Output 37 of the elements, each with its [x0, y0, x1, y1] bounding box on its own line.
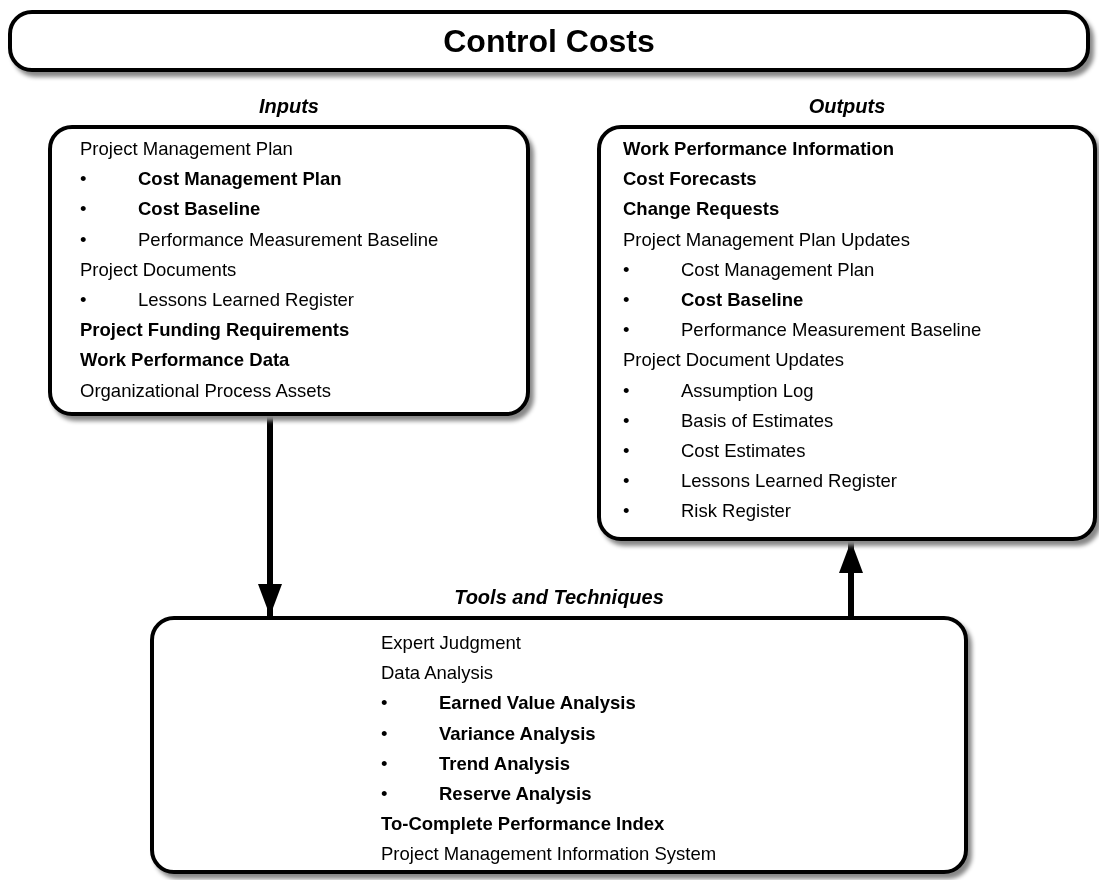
list-item: Cost Forecasts: [623, 167, 757, 192]
list-item: • Cost Management Plan: [80, 167, 342, 192]
list-item: Organizational Process Assets: [80, 378, 331, 403]
section-heading: Inputs: [259, 95, 319, 118]
arrow: [258, 416, 282, 616]
list-item: • Cost Baseline: [623, 288, 804, 312]
list-item: • Variance Analysis: [381, 721, 596, 746]
list-item: Work Performance Information: [623, 137, 895, 161]
list-item: • Assumption Log: [623, 378, 814, 403]
process-name: Control Costs: [443, 23, 655, 59]
rounded-box: [8, 10, 1090, 72]
list-item: Data Analysis: [381, 661, 494, 686]
list-item: • Risk Register: [623, 499, 791, 524]
list-item: To-Complete Performance Index: [381, 812, 665, 837]
list-item: Work Performance Data: [80, 348, 290, 373]
list-item: • Cost Baseline: [80, 197, 261, 222]
section-heading: Outputs: [808, 95, 886, 118]
list-item: • Cost Management Plan: [623, 257, 875, 282]
list-item: • Earned Value Analysis: [381, 691, 636, 716]
list-item: • Performance Measurement Baseline: [623, 318, 982, 343]
list-item: • Basis of Estimates: [623, 408, 834, 433]
list-item: Project Management Plan: [80, 137, 293, 161]
list-item: Project Documents: [80, 257, 237, 282]
arrow: [839, 541, 863, 616]
list-item: • Lessons Learned Register: [623, 469, 897, 494]
list-item: • Cost Estimates: [623, 439, 806, 464]
list-item: Project Management Information System: [381, 842, 717, 867]
list-item: Change Requests: [623, 197, 780, 222]
list-item: • Reserve Analysis: [381, 782, 592, 806]
list-item: • Trend Analysis: [381, 751, 570, 776]
list-item: Project Document Updates: [623, 348, 845, 373]
list-item: Expert Judgment: [381, 631, 521, 655]
section-heading: Tools and Techniques: [454, 586, 664, 609]
list-item: • Lessons Learned Register: [80, 288, 354, 312]
list-item: Project Management Plan Updates: [623, 227, 910, 252]
list-item: Project Funding Requirements: [80, 318, 350, 343]
list-item: • Performance Measurement Baseline: [80, 227, 439, 252]
